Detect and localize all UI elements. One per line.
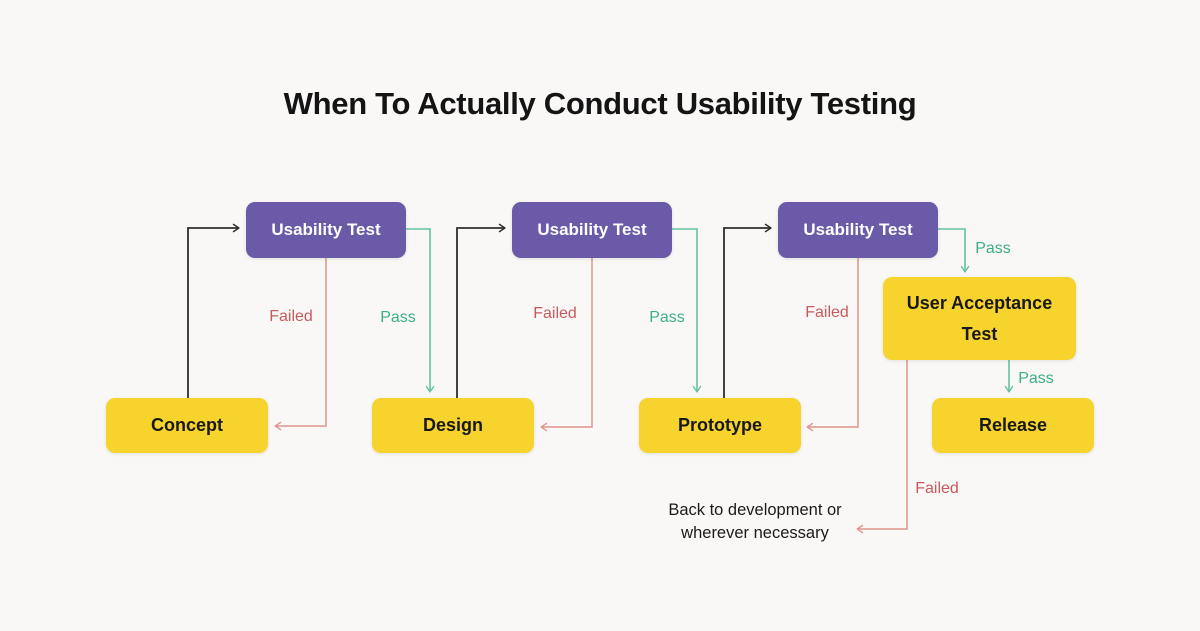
- arrow-uat-failed-backdev: [856, 360, 908, 534]
- node-release: Release: [932, 398, 1094, 453]
- node-user-acceptance-test: User Acceptance Test: [883, 277, 1076, 360]
- edge-label-pass-4: Pass: [1018, 370, 1054, 387]
- edge-label-pass-2: Pass: [649, 309, 685, 326]
- node-prototype: Prototype: [639, 398, 801, 453]
- node-label: Prototype: [677, 415, 762, 435]
- node-design: Design: [372, 398, 534, 453]
- page-title: When To Actually Conduct Usability Testi…: [283, 86, 917, 121]
- edge-label-pass-1: Pass: [380, 309, 416, 326]
- edge-label-failed-1: Failed: [269, 308, 313, 325]
- node-label: Design: [422, 415, 483, 435]
- node-usability-test-3: Usability Test: [778, 202, 938, 258]
- arrow-design-to-test2: [456, 223, 506, 398]
- arrow-test2-failed-design: [540, 258, 593, 432]
- back-to-development-note: Back to development or wherever necessar…: [668, 501, 842, 542]
- node-label: Usability Test: [271, 220, 381, 239]
- node-label: Usability Test: [537, 220, 647, 239]
- node-label: User Acceptance Test: [906, 292, 1053, 344]
- arrow-prototype-to-test3: [723, 223, 772, 398]
- edge-label-failed-4: Failed: [915, 480, 959, 497]
- arrow-concept-to-test1: [187, 223, 240, 398]
- node-label: Concept: [151, 415, 223, 435]
- arrow-test3-pass-uat: [938, 228, 970, 273]
- node-usability-test-2: Usability Test: [512, 202, 672, 258]
- node-label: Usability Test: [803, 220, 913, 239]
- node-usability-test-1: Usability Test: [246, 202, 406, 258]
- arrow-test3-failed-prototype: [806, 258, 859, 432]
- edge-label-failed-2: Failed: [533, 305, 577, 322]
- node-label: Release: [978, 415, 1048, 435]
- arrow-test1-failed-concept: [274, 258, 327, 431]
- edge-label-pass-3: Pass: [975, 240, 1011, 257]
- edge-label-failed-3: Failed: [805, 304, 849, 321]
- node-concept: Concept: [106, 398, 268, 453]
